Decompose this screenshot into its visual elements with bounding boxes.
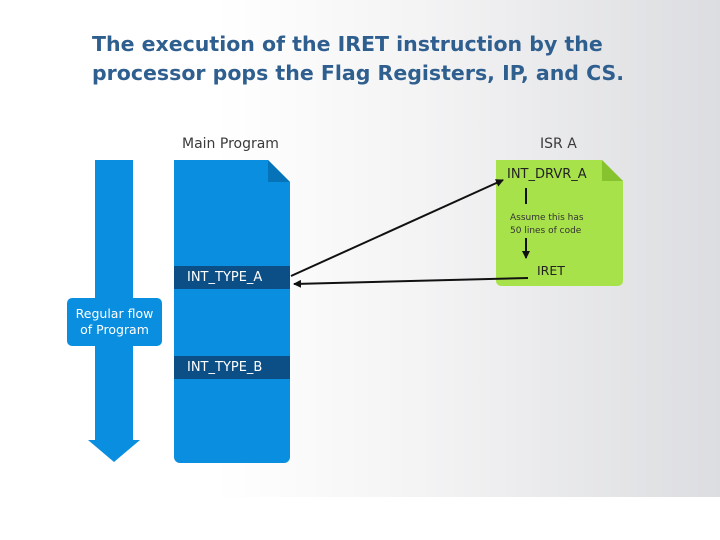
slide-title: The execution of the IRET instruction by… xyxy=(92,30,652,88)
flow-label-line-2: of Program xyxy=(80,322,149,337)
isr-document xyxy=(496,160,623,286)
flow-arrow-head xyxy=(88,440,140,462)
isr-note-line-1: Assume this has xyxy=(510,213,584,223)
isr-note-line-2: 50 lines of code xyxy=(510,226,582,236)
regular-flow-label: Regular flow of Program xyxy=(67,298,162,346)
isr-label: ISR A xyxy=(540,136,577,152)
call-arrow xyxy=(290,179,504,277)
main-program-label: Main Program xyxy=(182,136,279,152)
int-type-a-row: INT_TYPE_A xyxy=(174,266,290,289)
flow-label-line-1: Regular flow xyxy=(75,306,154,321)
isr-note: Assume this has 50 lines of code xyxy=(510,212,584,238)
title-line-1: The execution of the IRET instruction by… xyxy=(92,32,603,56)
isr-entry-label: INT_DRVR_A xyxy=(507,167,587,182)
title-line-2: processor pops the Flag Registers, IP, a… xyxy=(92,61,625,85)
main-program-document xyxy=(174,160,290,463)
int-type-b-row: INT_TYPE_B xyxy=(174,356,290,379)
return-arrow xyxy=(293,277,529,288)
isr-iret-label: IRET xyxy=(537,263,565,278)
